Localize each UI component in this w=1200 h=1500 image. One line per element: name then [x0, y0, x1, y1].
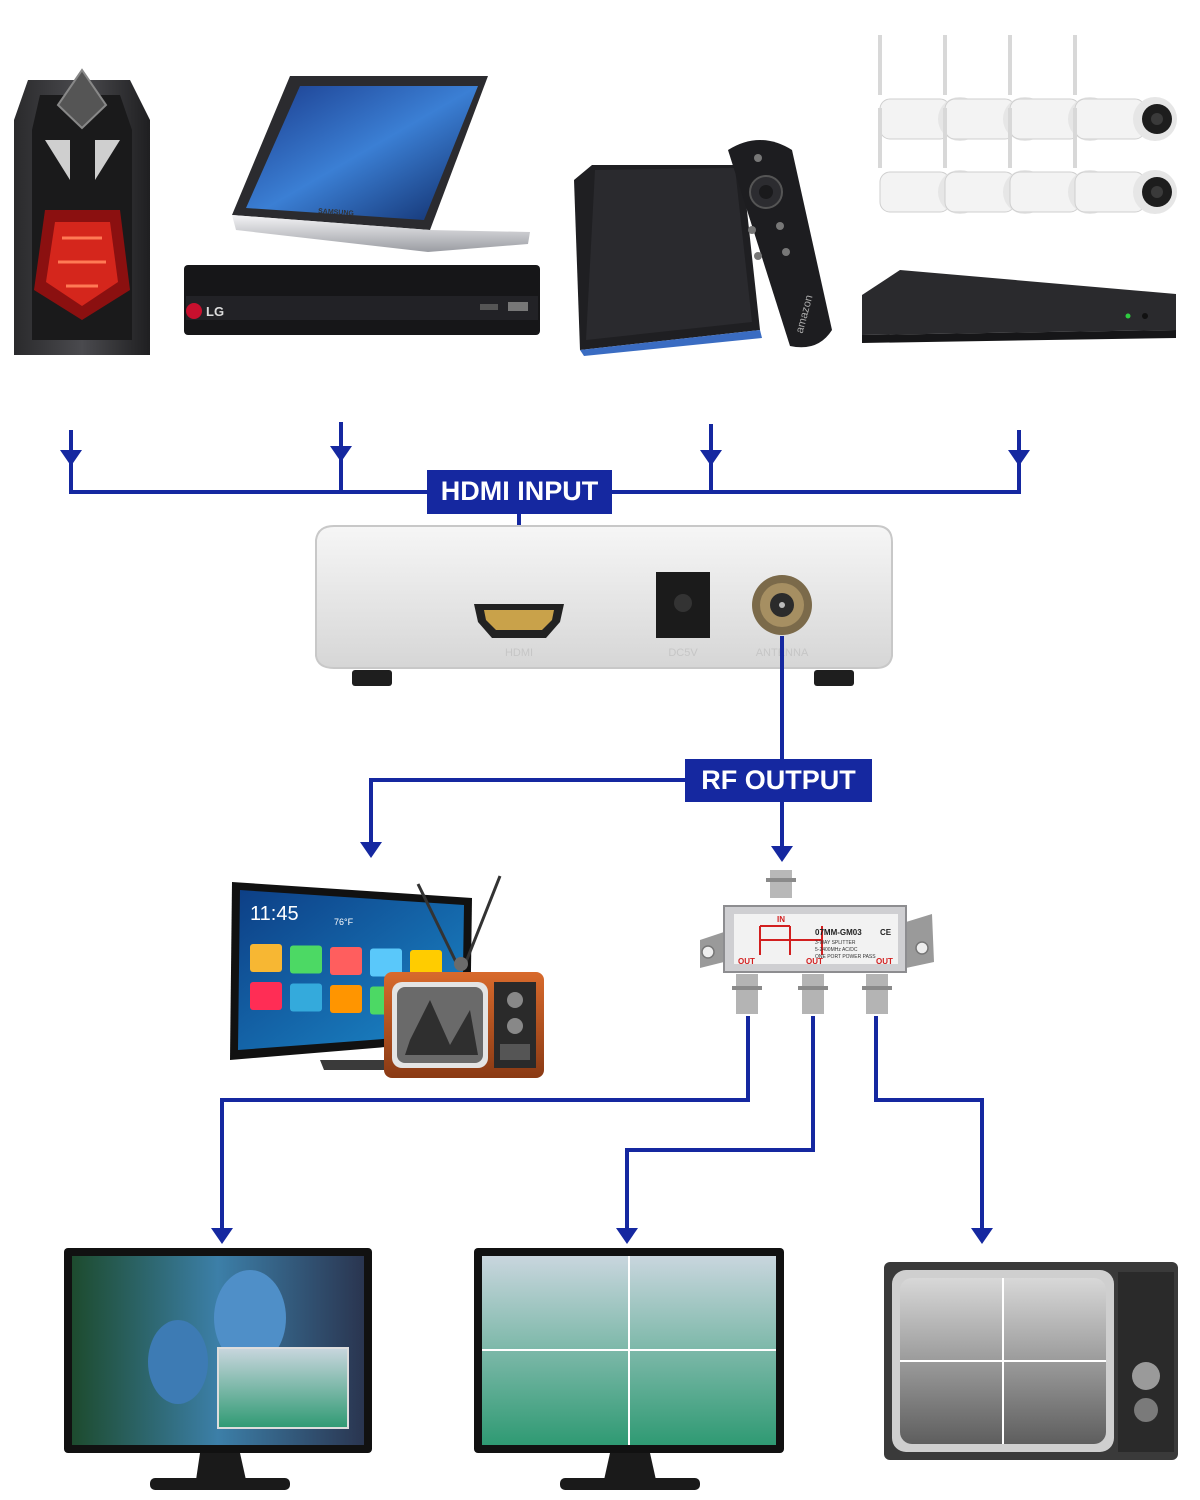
rf-output-text: RF OUTPUT [701, 765, 856, 795]
port-hdmi-label: HDMI [505, 647, 533, 659]
splitter-out-3: OUT [876, 957, 893, 966]
smart-tv-temp: 76°F [334, 917, 354, 927]
arrow-down-icon [700, 450, 722, 466]
arrow-down-icon [211, 1228, 233, 1244]
splitter-out-1: OUT [738, 957, 755, 966]
arrow-down-icon [60, 450, 82, 466]
arrow-down-icon [360, 842, 382, 858]
hdmi-input-label: HDMI INPUT [427, 470, 612, 514]
streaming-box-icon [574, 165, 762, 356]
hdmi-input-text: HDMI INPUT [441, 476, 599, 506]
rf-splitter-icon: IN 07MM-GM03 CE 3-WAY SPLITTER 5-2400MHz… [700, 870, 934, 1014]
dvd-player-icon: LG [184, 265, 540, 335]
hdmi-rf-modulator-icon: HDMI DC5V ANTENNA [315, 525, 893, 686]
arrow-down-icon [1008, 450, 1030, 466]
retro-tv-icon [884, 1262, 1178, 1460]
arrow-down-icon [971, 1228, 993, 1244]
splitter-ce: CE [880, 928, 892, 937]
rf-output-lines [369, 636, 784, 852]
splitter-in: IN [777, 915, 785, 924]
port-power-label: DC5V [668, 647, 698, 659]
app-tile-icon [290, 983, 322, 1012]
splitter-line3: ONE PORT POWER PASS [815, 954, 876, 960]
laptop-icon: SAMSUNG [232, 76, 530, 252]
arrow-down-icon [771, 846, 793, 862]
splitter-output-lines [220, 1016, 984, 1232]
splitter-model: 07MM-GM03 [815, 928, 862, 937]
arrow-down-icon [330, 446, 352, 462]
smart-tv-clock: 11:45 [250, 903, 299, 925]
splitter-line1: 3-WAY SPLITTER [815, 940, 856, 946]
rf-output-label: RF OUTPUT [685, 759, 872, 802]
app-tile-icon [250, 944, 282, 972]
nvr-recorder-icon [862, 270, 1176, 343]
app-tile-icon [330, 985, 362, 1013]
pc-tower-icon [14, 68, 150, 355]
monitor-icon [64, 1248, 372, 1490]
app-tile-icon [250, 982, 282, 1010]
app-tile-icon [370, 948, 402, 977]
arrow-down-icon [616, 1228, 638, 1244]
laptop-brand: SAMSUNG [318, 208, 355, 218]
security-camera-icon [878, 35, 1177, 214]
security-camera-icon [1073, 108, 1177, 214]
dvd-brand: LG [206, 304, 224, 319]
splitter-out-2: OUT [806, 957, 823, 966]
remote-control-icon: amazon [728, 140, 832, 348]
security-camera-icon [1073, 35, 1177, 141]
monitor-icon [474, 1248, 784, 1490]
app-tile-icon [330, 947, 362, 975]
app-tile-icon [410, 950, 442, 978]
app-tile-icon [290, 945, 322, 974]
retro-tv-icon [384, 875, 544, 1078]
splitter-line2: 5-2400MHz AC/DC [815, 947, 858, 953]
